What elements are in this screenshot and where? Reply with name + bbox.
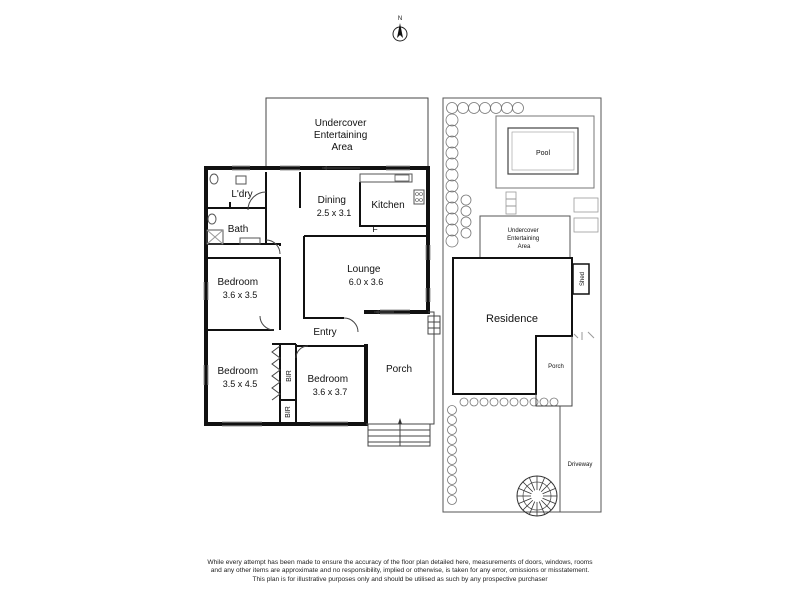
shrub-icon [460,194,472,206]
disclaimer-line: and any other items are approximate and … [210,567,590,575]
shrub-icon [549,397,559,407]
shrub-icon [445,212,459,226]
shrub-icon [447,445,457,455]
compass-north-label: N [398,16,402,22]
shrub-icon [469,397,479,407]
room-lounge-label: Lounge 6.0 x 3.6 [347,259,385,287]
shrub-icon [479,397,489,407]
shrub-icon [445,124,459,138]
residence-label: Residence [486,313,538,325]
shrub-icon [445,201,459,215]
room-bedroom1-label: Bedroom 3.6 x 3.5 [217,272,262,300]
shrub-icon [445,234,459,248]
shrub-icon [519,397,529,407]
shrub-icon [479,102,491,114]
room-dining-label: Dining 2.5 x 3.1 [317,190,352,218]
site-porch-label: Porch [548,364,564,370]
disclaimer-line: This plan is for illustrative purposes o… [252,575,548,583]
shrub-icon [445,168,459,182]
shrub-icon [509,397,519,407]
disclaimer-line: While every attempt has been made to ens… [207,559,593,566]
room-bath-label: Bath [228,224,249,235]
shrub-icon [501,102,513,114]
site-plan: Pool Undercover Entertaining Area Shed R… [442,97,602,517]
fridge-label: F [372,224,378,234]
shrub-icon [447,465,457,475]
room-entry-label: Entry [313,327,336,338]
shrub-icon [445,179,459,193]
shrub-icon [447,425,457,435]
disclaimer: While every attempt has been made to ens… [150,559,650,584]
shrub-icon [447,415,457,425]
site-undercover-label: Undercover Entertaining Area [507,228,541,250]
shrub-icon [460,216,472,228]
room-porch-label: Porch [386,364,412,375]
shrub-icon [445,223,459,237]
north-arrow-icon [397,23,403,38]
shrub-icon [447,405,457,415]
shrub-icon [447,475,457,485]
bir1-label: BIR [286,370,293,382]
shrub-icon [529,397,539,407]
shrub-icon [490,102,502,114]
tree-icon [516,475,558,517]
room-bedroom3-label: Bedroom 3.6 x 3.7 [307,369,352,397]
shrub-icon [445,157,459,171]
pool-label: Pool [536,150,550,157]
shed-label: Shed [580,272,586,286]
shrub-icon [499,397,509,407]
shrub-icon [512,102,524,114]
shrub-icon [489,397,499,407]
shrub-icon [445,135,459,149]
room-undercover-label: Undercover Entertaining Area [314,118,370,153]
shrub-icon [468,102,480,114]
hedge-shrubs [445,102,559,505]
shrub-icon [460,227,472,239]
room-bedroom2-label: Bedroom 3.5 x 4.5 [217,361,262,389]
shrub-icon [539,397,549,407]
compass: N [392,16,408,42]
shrub-icon [459,397,469,407]
driveway-label: Driveway [568,462,593,468]
bir2-label: BIR [285,406,292,418]
shrub-icon [445,113,459,127]
shrub-icon [457,102,469,114]
shrub-icon [447,495,457,505]
floor-plan: Undercover Entertaining Area L'dry Dinin… [203,97,441,447]
shrub-icon [446,102,458,114]
shrub-icon [460,205,472,217]
shrub-icon [445,190,459,204]
room-kitchen-label: Kitchen [371,200,404,211]
shrub-icon [447,485,457,495]
shrub-icon [447,435,457,445]
shrub-icon [445,146,459,160]
shrub-icon [447,455,457,465]
room-laundry-label: L'dry [231,189,252,200]
